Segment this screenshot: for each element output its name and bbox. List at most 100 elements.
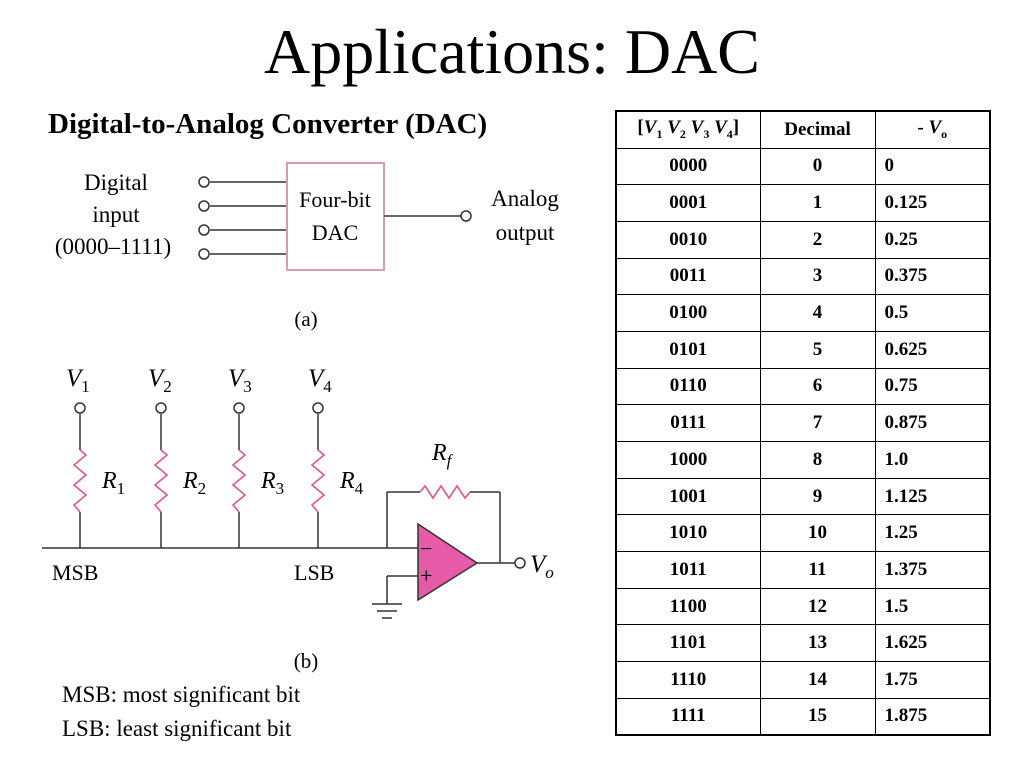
cell-decimal: 6 bbox=[759, 367, 876, 406]
four-bit-dac-block bbox=[286, 162, 385, 271]
cell-decimal: 5 bbox=[759, 330, 876, 369]
cell-binary: 0001 bbox=[615, 184, 761, 222]
cell-binary: 0110 bbox=[615, 367, 761, 406]
op-amp-plus: + bbox=[420, 563, 432, 588]
header-binary: [V1 V2 V3 V4] bbox=[615, 110, 761, 149]
voltage-label-v1: V1 bbox=[66, 365, 90, 396]
cell-vo: 0.625 bbox=[874, 330, 991, 369]
cell-vo: 1.75 bbox=[874, 661, 991, 699]
digital-input-label-3: (0000–1111) bbox=[55, 234, 171, 259]
digital-input-label-2: input bbox=[92, 202, 140, 227]
cell-vo: 0.75 bbox=[874, 367, 991, 406]
cell-decimal: 2 bbox=[759, 220, 876, 259]
cell-binary: 1100 bbox=[615, 587, 761, 626]
resistor-label-r2: R2 bbox=[182, 468, 206, 498]
cell-vo: 0.875 bbox=[874, 404, 991, 442]
voltage-label-v3: V3 bbox=[228, 365, 252, 396]
cell-decimal: 14 bbox=[759, 661, 876, 699]
cell-decimal: 13 bbox=[759, 624, 876, 663]
cell-vo: 0.25 bbox=[874, 220, 991, 259]
op-amp-triangle bbox=[417, 522, 479, 602]
feedback-resistor-label: Rf bbox=[431, 440, 454, 470]
cell-binary: 1010 bbox=[615, 514, 761, 553]
cell-vo: 0.5 bbox=[874, 294, 991, 332]
slide-title: Applications: DAC bbox=[264, 16, 760, 87]
resistor-label-r4: R4 bbox=[339, 468, 364, 498]
cell-decimal: 4 bbox=[759, 294, 876, 332]
notes: MSB: most significant bit LSB: least sig… bbox=[62, 678, 300, 746]
cell-vo: 1.5 bbox=[874, 587, 991, 626]
cell-binary: 0111 bbox=[615, 404, 761, 442]
digital-input-label-1: Digital bbox=[84, 170, 148, 195]
header-decimal: Decimal bbox=[759, 110, 876, 149]
cell-binary: 0100 bbox=[615, 294, 761, 332]
caption-b: (b) bbox=[294, 649, 319, 673]
msb-label: MSB bbox=[52, 560, 98, 585]
dac-diagrams: Digital input (0000–1111) Four-bit DAC A… bbox=[42, 162, 559, 673]
cell-vo: 0.125 bbox=[874, 184, 991, 222]
dac-block-label-2: DAC bbox=[312, 220, 358, 245]
table-header-row: [V1 V2 V3 V4] Decimal - Vo bbox=[615, 110, 991, 149]
slide-subtitle: Digital-to-Analog Converter (DAC) bbox=[48, 108, 488, 140]
cell-decimal: 3 bbox=[759, 257, 876, 296]
input-terminals bbox=[198, 176, 287, 260]
voltage-label-v4: V4 bbox=[308, 365, 332, 396]
resistor-zigzags bbox=[72, 449, 471, 513]
header-vo: - Vo bbox=[874, 110, 991, 149]
cell-vo: 1.125 bbox=[874, 477, 991, 516]
cell-decimal: 9 bbox=[759, 477, 876, 516]
op-amp-minus: − bbox=[420, 536, 432, 561]
cell-vo: 1.0 bbox=[874, 441, 991, 479]
cell-decimal: 10 bbox=[759, 514, 876, 553]
ladder-wires bbox=[42, 402, 526, 619]
analog-output-label-2: output bbox=[496, 220, 555, 245]
cell-decimal: 12 bbox=[759, 587, 876, 626]
msb-note: MSB: most significant bit bbox=[62, 682, 301, 707]
diagram-a: Digital input (0000–1111) Four-bit DAC A… bbox=[55, 162, 559, 331]
cell-decimal: 0 bbox=[759, 147, 876, 186]
cell-binary: 1111 bbox=[615, 697, 761, 736]
cell-binary: 1101 bbox=[615, 624, 761, 663]
lsb-label: LSB bbox=[294, 560, 334, 585]
cell-vo: 0.375 bbox=[874, 257, 991, 296]
cell-binary: 1011 bbox=[615, 551, 761, 589]
cell-decimal: 1 bbox=[759, 184, 876, 222]
resistor-label-r1: R1 bbox=[101, 468, 125, 498]
dac-block-label-1: Four-bit bbox=[299, 187, 371, 212]
resistor-label-r3: R3 bbox=[260, 468, 284, 498]
cell-binary: 0011 bbox=[615, 257, 761, 296]
cell-binary: 1110 bbox=[615, 661, 761, 699]
cell-vo: 1.25 bbox=[874, 514, 991, 553]
cell-binary: 0000 bbox=[615, 147, 761, 186]
diagram-b: V1 V2 V3 V4 bbox=[42, 365, 554, 673]
lsb-note: LSB: least significant bit bbox=[62, 716, 292, 741]
cell-binary: 1001 bbox=[615, 477, 761, 516]
cell-vo: 1.875 bbox=[874, 697, 991, 736]
cell-vo: 1.625 bbox=[874, 624, 991, 663]
cell-vo: 1.375 bbox=[874, 551, 991, 589]
caption-a: (a) bbox=[294, 307, 317, 331]
voltage-label-v2: V2 bbox=[148, 365, 172, 396]
cell-decimal: 7 bbox=[759, 404, 876, 442]
cell-vo: 0 bbox=[874, 147, 991, 186]
cell-decimal: 15 bbox=[759, 697, 876, 736]
output-voltage-label: Vo bbox=[530, 551, 554, 582]
